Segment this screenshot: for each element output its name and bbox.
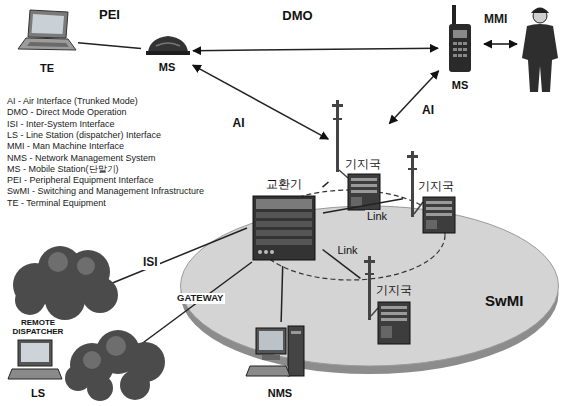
- abbreviation-entry: MMI - Man Machine Interface: [7, 141, 124, 151]
- abbreviation-entry-holder: ISI - Inter-System Interface: [7, 119, 115, 129]
- abbreviation-entry: PEI - Peripheral Equipment Interface: [7, 175, 154, 185]
- abbreviation-entry-holder: MS - Mobile Station(단말기): [7, 164, 119, 174]
- dispatcher-computer-icon: [8, 340, 62, 379]
- interface-label: AI: [420, 104, 436, 118]
- node-label: NMS: [268, 387, 292, 400]
- node-label: MS: [159, 61, 176, 74]
- interface-label: ISI: [141, 256, 160, 270]
- switch-icon: [253, 196, 315, 260]
- abbreviation-entry-holder: TE - Terminal Equipment: [7, 198, 106, 208]
- vehicle-radio-icon: [146, 36, 190, 55]
- interface-link: [389, 71, 438, 124]
- node-label: LS: [31, 387, 45, 400]
- abbreviation-entry-holder: PEI - Peripheral Equipment Interface: [7, 175, 154, 185]
- abbreviation-entry: NMS - Network Management System: [7, 153, 156, 163]
- remote-dispatcher: REMOTE DISPATCHER LS: [3, 318, 73, 400]
- abbreviation-entry: ISI - Inter-System Interface: [7, 119, 115, 129]
- interface-label-holder: MMI: [484, 13, 507, 27]
- edge-label-holder: DMO: [280, 9, 314, 24]
- interface-label-holder: GATEWAY: [175, 293, 225, 304]
- base-station: 기지국: [405, 150, 465, 236]
- interface-label: GATEWAY: [175, 293, 225, 304]
- node-label: TE: [40, 62, 54, 75]
- edge-label-holder: PEI: [97, 8, 122, 23]
- abbreviation-entry: TE - Terminal Equipment: [7, 198, 106, 208]
- interface-label: MMI: [484, 13, 507, 27]
- swmi-platform: SwMI교환기기지국기지국기지국: [178, 200, 561, 378]
- interface-link: [193, 48, 438, 51]
- network-cloud: [13, 246, 118, 320]
- laptop-icon: [18, 10, 76, 50]
- base-station: 기지국: [330, 100, 388, 212]
- interface-link: [78, 43, 141, 49]
- gateway-cloud: [65, 330, 165, 401]
- node-label: 기지국: [376, 284, 412, 298]
- terminal-equipment: TE: [18, 5, 76, 75]
- node-label: MS: [452, 79, 469, 92]
- edge-label-holder: AI: [420, 104, 436, 118]
- switch: 교환기: [247, 176, 321, 264]
- interface-label-holder: ISI: [141, 256, 160, 270]
- abbreviation-entry: AI - Air Interface (Trunked Mode): [7, 96, 138, 106]
- mmi-arrow: [484, 43, 517, 45]
- interface-label: PEI: [97, 8, 122, 23]
- interface-label: Link: [335, 244, 359, 257]
- interface-label: DMO: [280, 9, 314, 24]
- base-station: 기지국: [362, 255, 422, 350]
- node-label: REMOTE DISPATCHER: [3, 318, 73, 336]
- person-figure: [522, 8, 558, 93]
- edge-label-holder: Link: [335, 244, 359, 257]
- platform-disk: [178, 200, 561, 378]
- abbreviation-entry-holder: NMS - Network Management System: [7, 153, 156, 163]
- node-label: 교환기: [266, 178, 302, 192]
- interface-label: AI: [231, 117, 247, 131]
- disk-top: [181, 206, 559, 366]
- abbreviation-entry-holder: MMI - Man Machine Interface: [7, 141, 124, 151]
- abbreviation-entry-holder: AI - Air Interface (Trunked Mode): [7, 96, 138, 106]
- abbreviation-entry-holder: SwMI - Switching and Management Infrastr…: [7, 186, 204, 196]
- edge-label-holder: Link: [365, 210, 389, 223]
- mobile-station: MS: [143, 28, 191, 74]
- abbreviation-entry: MS - Mobile Station(단말기): [7, 164, 119, 174]
- base-station-icon: [332, 100, 380, 210]
- abbreviation-entry-holder: DMO - Direct Mode Operation: [7, 107, 127, 117]
- edge-label-holder: AI: [231, 117, 247, 131]
- interface-label: Link: [365, 210, 389, 223]
- node-label: 기지국: [418, 180, 454, 194]
- handheld-radio-icon: [449, 5, 471, 72]
- abbreviation-entry: SwMI - Switching and Management Infrastr…: [7, 186, 204, 196]
- network-management-system: NMS: [248, 324, 312, 400]
- interface-link: [323, 182, 329, 187]
- mobile-station: MS: [440, 4, 480, 92]
- node-label: 기지국: [345, 158, 381, 172]
- interface-link: [193, 65, 328, 139]
- abbreviation-entry: DMO - Direct Mode Operation: [7, 107, 127, 117]
- abbreviation-entry: LS - Line Station (dispatcher) Interface: [7, 130, 161, 140]
- abbreviation-entry-holder: LS - Line Station (dispatcher) Interface: [7, 130, 161, 140]
- node-label: SwMI: [485, 292, 523, 309]
